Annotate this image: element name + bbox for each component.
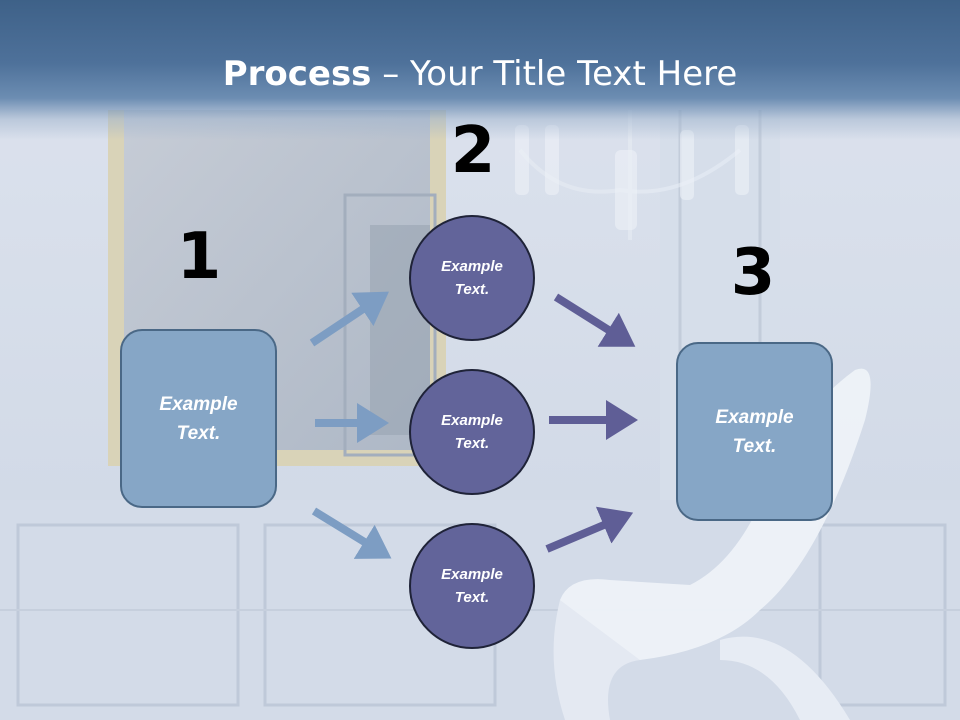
circle-bottom-label: Example Text. [441, 566, 503, 606]
arrow-from-circle-top [553, 293, 636, 347]
step-number-2: 2 [450, 114, 496, 188]
circle-middle-label: Example Text. [441, 412, 503, 452]
circle-top-label: Example Text. [441, 258, 503, 298]
circle-middle: Example Text. [409, 369, 535, 495]
arrow-from-circle-bottom [545, 506, 634, 553]
circle-top: Example Text. [409, 215, 535, 341]
right-box-label: Example Text. [715, 406, 794, 457]
right-process-box: Example Text. [676, 342, 833, 521]
left-box-label: Example Text. [159, 393, 238, 444]
circle-bottom: Example Text. [409, 523, 535, 649]
step-number-1: 1 [176, 220, 222, 294]
step-number-3: 3 [730, 236, 776, 310]
title-rest: – Your Title Text Here [371, 54, 738, 94]
arrow-to-circle-top [309, 291, 389, 347]
slide-title: Process – Your Title Text Here [0, 52, 960, 96]
title-bold: Process [222, 54, 372, 94]
title-band [0, 0, 960, 140]
arrow-to-circle-bottom [311, 507, 392, 559]
left-process-box: Example Text. [120, 329, 277, 508]
